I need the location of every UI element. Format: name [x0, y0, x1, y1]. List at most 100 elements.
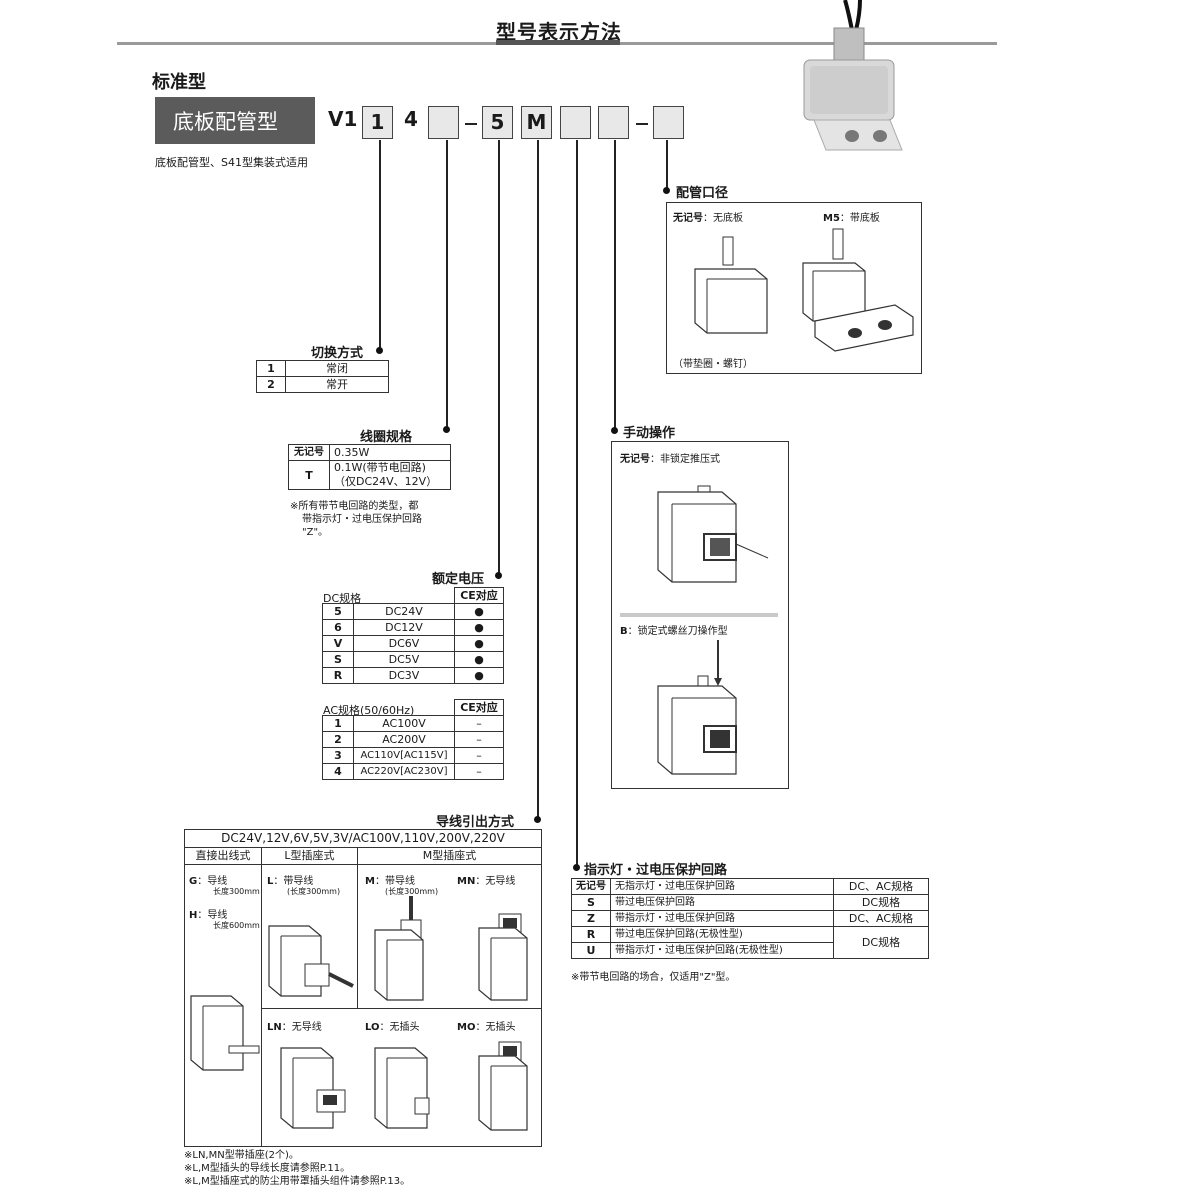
lead-h-code: H — [189, 910, 198, 921]
switching-code: 2 — [256, 376, 286, 393]
leader-manual — [614, 140, 616, 432]
voltage-heading: 额定电压 — [432, 572, 485, 587]
voltage-code: 3 — [322, 747, 354, 764]
code-port-box — [653, 106, 684, 139]
table-header-row: CE对应 — [323, 587, 504, 604]
ac-voltage-table: CE对应 1 AC100V – 2 AC200V – 3 AC110V[AC11… — [322, 699, 504, 780]
valve-product-image — [803, 0, 903, 151]
table-row: 6 DC12V ● — [322, 619, 504, 636]
voltage-code: S — [322, 651, 354, 668]
lead-l-sub: (长度300mm) — [287, 887, 341, 896]
indicator-code: R — [571, 926, 611, 943]
voltage-code: R — [322, 667, 354, 684]
indicator-code: Z — [571, 910, 611, 927]
table-row: 4 AC220V[AC230V] – — [322, 763, 504, 780]
lead-h-option: H：导线 — [189, 906, 227, 921]
ce-header: CE对应 — [454, 699, 504, 716]
voltage-value: DC24V — [353, 603, 455, 620]
lead-panel: DC24V,12V,6V,5V,3V/AC100V,110V,200V,220V… — [184, 829, 542, 1147]
table-row: 1 常闭 — [256, 360, 389, 377]
subtitle-standard: 标准型 — [152, 72, 206, 93]
lead-l-valve-image — [268, 925, 354, 997]
indicator-code: 无记号 — [571, 878, 611, 895]
lead-mo-code: MO — [457, 1022, 476, 1033]
table-row: Z 带指示灯・过电压保护回路 DC、AC规格 — [571, 910, 929, 927]
lead-m-valve-image — [374, 896, 424, 1001]
title-rule-accent — [496, 40, 620, 45]
code-dash — [636, 123, 648, 125]
ce-mark: ● — [454, 635, 504, 652]
port-none-code: 无记号 — [673, 213, 703, 224]
ce-mark: – — [454, 747, 504, 764]
coil-note: ※所有带节电回路的类型，都 带指示灯・过电压保护回路 "Z"。 — [290, 500, 422, 539]
coil-label: 0.1W(带节电回路) — [334, 461, 426, 474]
lead-note-line: ※L,M型插头的导线长度请参照P.11。 — [184, 1163, 351, 1174]
table-header-row: CE对应 — [323, 699, 504, 716]
manual-b-label: ：锁定式螺丝刀操作型 — [627, 626, 728, 637]
lead-note-line: ※LN,MN型带插座(2个)。 — [184, 1150, 299, 1161]
indicator-label: 带指示灯・过电压保护回路(无极性型) — [610, 942, 834, 959]
voltage-code: V — [322, 635, 354, 652]
lead-g-label: ：导线 — [197, 876, 228, 887]
lead-lo-valve-image — [374, 1047, 430, 1129]
manual-heading: 手动操作 — [623, 426, 676, 441]
coil-code: 无记号 — [288, 444, 330, 461]
ac-header-spacer — [323, 700, 455, 716]
lead-divider — [261, 1008, 541, 1009]
port-m5-option: M5：带底板 — [823, 209, 880, 224]
indicator-label: 带过电压保护回路 — [610, 894, 834, 911]
coil-note-line: 带指示灯・过电压保护回路 — [302, 514, 422, 525]
leader-dot — [443, 426, 450, 433]
dc-voltage-table: CE对应 5 DC24V ● 6 DC12V ● V DC6V ● S DC5V… — [322, 587, 504, 684]
port-panel: 无记号：无底板 M5：带底板 （带垫圈・螺钉） — [666, 202, 922, 374]
ce-header: CE对应 — [454, 587, 504, 604]
lead-col-l-socket: L型插座式 — [262, 848, 357, 865]
lead-g-code: G — [189, 876, 198, 887]
lead-g-h-valve-image — [190, 995, 260, 1071]
indicator-code: U — [571, 942, 611, 959]
coil-label-cell: 0.1W(带节电回路) （仅DC24V、12V） — [329, 460, 451, 490]
lead-notes: ※LN,MN型带插座(2个)。 ※L,M型插头的导线长度请参照P.11。 ※L,… — [184, 1149, 410, 1188]
leader-dot — [495, 572, 502, 579]
type-badge-label: 底板配管型 — [173, 110, 278, 134]
leader-dot — [573, 864, 580, 871]
lead-lo-option: LO：无插头 — [365, 1018, 420, 1033]
manual-none-option: 无记号：非锁定推压式 — [620, 450, 720, 465]
coil-table: 无记号 0.35W T 0.1W(带节电回路) （仅DC24V、12V） — [288, 444, 451, 490]
lead-mo-valve-image — [478, 1041, 528, 1131]
lead-mn-label: ：无导线 — [475, 876, 516, 887]
lead-col-m-socket: M型插座式 — [358, 848, 541, 865]
valve-no-base-image — [694, 236, 768, 334]
lead-divider — [261, 848, 262, 1146]
lead-mn-option: MN：无导线 — [457, 872, 515, 887]
voltage-value: DC12V — [353, 619, 455, 636]
lead-col-direct: 直接出线式 — [185, 848, 261, 865]
switching-label: 常开 — [285, 376, 389, 393]
leader-dot — [534, 816, 541, 823]
table-row: V DC6V ● — [322, 635, 504, 652]
manual-screwdriver-valve-image — [657, 640, 737, 775]
ce-mark: ● — [454, 619, 504, 636]
voltage-value: DC6V — [353, 635, 455, 652]
lead-divider — [357, 848, 358, 1008]
lead-h-label: ：导线 — [197, 910, 228, 921]
code-lead-box: M — [521, 106, 552, 139]
ce-mark: – — [454, 715, 504, 732]
lead-note-line: ※L,M型插座式的防尘用带罩插头组件请参照P.13。 — [184, 1176, 411, 1187]
manual-none-code: 无记号 — [620, 454, 650, 465]
table-row: R DC3V ● — [322, 667, 504, 684]
lead-m-sub: (长度300mm) — [385, 887, 439, 896]
leader-voltage — [498, 140, 500, 576]
voltage-value: DC5V — [353, 651, 455, 668]
manual-b-option: B：锁定式螺丝刀操作型 — [620, 622, 728, 637]
switching-heading: 切换方式 — [311, 346, 364, 361]
lead-lo-label: ：无插头 — [379, 1022, 420, 1033]
voltage-code: 1 — [322, 715, 354, 732]
dc-header-spacer — [323, 588, 455, 604]
indicator-label: 带指示灯・过电压保护回路 — [610, 910, 834, 927]
lead-ln-valve-image — [280, 1047, 346, 1129]
voltage-value: AC200V — [353, 731, 455, 748]
port-m5-label: ：带底板 — [839, 213, 880, 224]
port-m5-code: M5 — [823, 213, 840, 224]
ce-mark: ● — [454, 603, 504, 620]
